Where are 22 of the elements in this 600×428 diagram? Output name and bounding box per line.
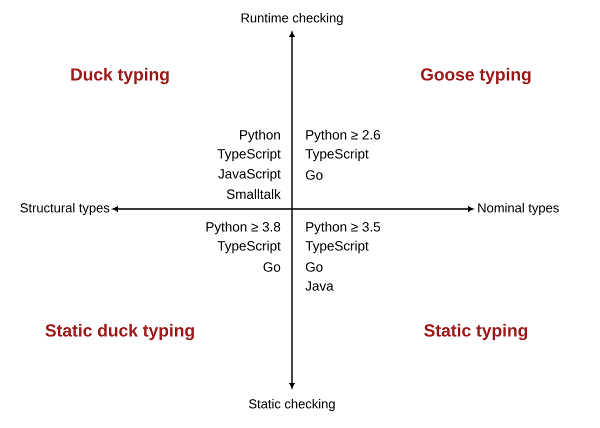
language-name: Smalltalk [226, 189, 281, 199]
language-name: Java [305, 281, 334, 291]
quadrant-title: Goose typing [421, 68, 531, 84]
language-name: TypeScript [306, 240, 369, 254]
axis-label: Static checking [249, 398, 335, 412]
quadrant-title: Static typing [424, 324, 528, 340]
language-name: Python [240, 130, 280, 142]
language-name: JavaScript [218, 168, 281, 182]
axis-label: Runtime checking [242, 12, 343, 26]
language-name: Go [264, 262, 280, 272]
language-name: TypeScript [306, 148, 369, 162]
language-name: Python ≥ 3.8 [206, 222, 280, 234]
axis-label: Structural types [20, 202, 110, 216]
quadrant-title: Duck typing [71, 68, 169, 84]
axis-label: Nominal types [478, 202, 559, 216]
language-name: TypeScript [218, 148, 281, 162]
language-name: Go [306, 262, 323, 272]
quadrant-title: Static duck typing [45, 324, 194, 340]
language-name: Go [306, 170, 323, 180]
language-name: TypeScript [218, 240, 281, 254]
language-name: Python ≥ 3.5 [306, 222, 380, 234]
language-name: Python ≥ 2.6 [306, 130, 380, 142]
